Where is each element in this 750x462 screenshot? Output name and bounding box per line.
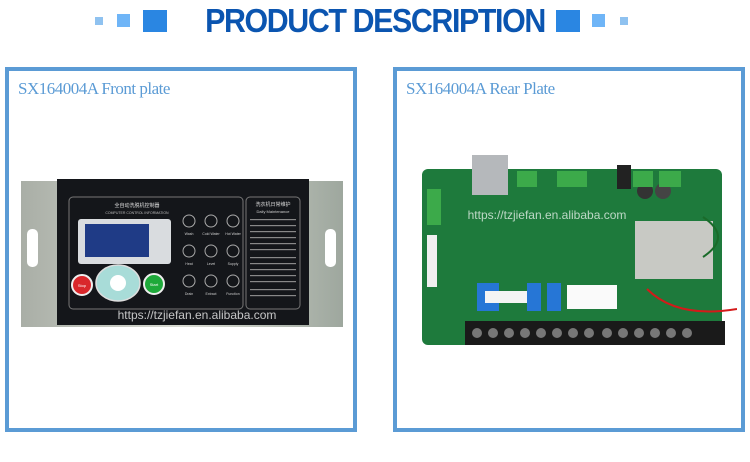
- panel-caption: SX164004A Front plate: [18, 79, 170, 98]
- svg-text:COMPUTER CONTROL INFORMATION: COMPUTER CONTROL INFORMATION: [105, 211, 169, 215]
- svg-text:Cold Water: Cold Water: [202, 232, 220, 236]
- decor-square: [556, 10, 580, 32]
- decor-square: [143, 10, 167, 32]
- svg-text:Hot Water: Hot Water: [225, 232, 241, 236]
- decor-square: [592, 14, 605, 27]
- svg-text:Extract: Extract: [206, 292, 217, 296]
- front-plate-panel: SX164004A Front plate 全自动洗脱机控制器 COMPUTER…: [5, 67, 357, 432]
- svg-text:Function: Function: [226, 292, 239, 296]
- svg-text:Start: Start: [150, 282, 159, 287]
- decor-square: [95, 17, 103, 25]
- svg-text:Daily Maintenance: Daily Maintenance: [257, 209, 291, 214]
- svg-text:Stop: Stop: [78, 283, 87, 288]
- front-control-panel-photo: 全自动洗脱机控制器 COMPUTER CONTROL INFORMATION 洗…: [21, 179, 343, 327]
- decor-square: [117, 14, 130, 27]
- svg-text:洗衣机日常维护: 洗衣机日常维护: [255, 201, 290, 208]
- svg-text:Drain: Drain: [185, 292, 193, 296]
- page-title: PRODUCT DESCRIPTION: [205, 2, 546, 39]
- decor-square: [620, 17, 628, 25]
- svg-text:全自动洗脱机控制器: 全自动洗脱机控制器: [114, 202, 159, 209]
- svg-text:Supply: Supply: [228, 262, 239, 266]
- svg-text:Heat: Heat: [185, 262, 192, 266]
- svg-text:https://tzjiefan.en.alibaba.co: https://tzjiefan.en.alibaba.com: [118, 308, 277, 322]
- svg-text:Wash: Wash: [185, 232, 194, 236]
- rear-circuit-board-photo: https://tzjiefan.en.alibaba.com: [422, 155, 737, 345]
- header: PRODUCT DESCRIPTION: [0, 0, 750, 50]
- svg-text:Level: Level: [207, 262, 216, 266]
- rear-plate-panel: SX164004A Rear Plate https://tzjiefan.en…: [393, 67, 745, 432]
- panel-caption: SX164004A Rear Plate: [406, 79, 555, 98]
- svg-text:https://tzjiefan.en.alibaba.co: https://tzjiefan.en.alibaba.com: [468, 208, 627, 222]
